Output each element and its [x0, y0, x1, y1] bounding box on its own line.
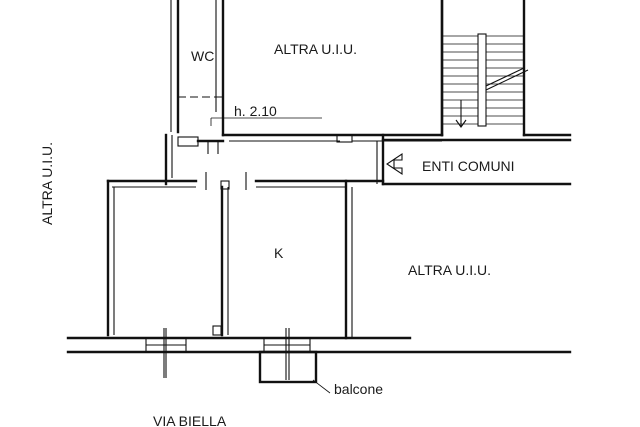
stair-steps: [442, 35, 524, 125]
street-label: VIA BIELLA: [153, 413, 227, 427]
ceiling-height-label: h. 2.10: [234, 103, 277, 119]
partition-post: [212, 325, 222, 336]
corridor: [164, 133, 572, 186]
wc-door: [177, 136, 225, 154]
stair-cut-line: [485, 67, 525, 87]
apartment-walls: [106, 172, 385, 340]
staircase: [440, 0, 572, 137]
entrance-post: [220, 180, 230, 190]
stair-newel: [477, 33, 487, 127]
stair-cut-line-2: [485, 69, 529, 91]
room-label-wc: WC: [191, 48, 214, 64]
wall-pier: [336, 134, 353, 143]
facade: [66, 328, 572, 394]
balcony: [258, 350, 318, 384]
room-label-altra-left: ALTRA U.I.U.: [39, 142, 55, 225]
wc-door-jamb: [177, 136, 199, 147]
stair-arrow-head: [455, 119, 467, 128]
balcony-leader: [312, 379, 331, 394]
room-label-kitchen: K: [274, 245, 284, 261]
entrance-arrow-icon: [386, 152, 403, 176]
room-label-altra-top: ALTRA U.I.U.: [274, 41, 357, 57]
balcone-label: balcone: [334, 381, 383, 397]
upper-walls: [170, 0, 444, 143]
enti-comuni-label: ENTI COMUNI: [422, 158, 515, 174]
room-label-altra-right: ALTRA U.I.U.: [408, 262, 491, 278]
